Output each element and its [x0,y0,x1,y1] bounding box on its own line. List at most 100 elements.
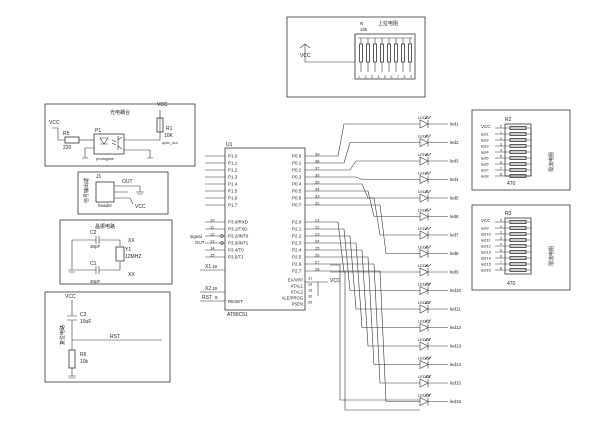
bus-wire [330,197,420,236]
mcu-pin-label: P3.1/TXD [228,227,248,232]
crystal-c1-value: 30pF [90,279,101,284]
led-light-arrows-icon [424,152,432,157]
bus-wire [330,123,420,157]
mcu-pin-number: 37 [315,166,320,171]
led-net-label: led11 [450,307,461,312]
bus-wire [330,221,420,273]
bus-wire [330,249,420,347]
led-lead [427,249,448,258]
opto-vcc-left: VCC [49,120,60,126]
mcu-pin-label: P3.4/T0 [228,248,244,253]
mcu-pin-number: 15 [210,253,215,258]
bus-wire [330,160,420,171]
resistor-element [359,43,363,63]
mcu-pin-label: P1.5 [228,189,238,194]
mcu-pin-number: 25 [315,246,320,251]
rnet-resistor-element [509,174,527,178]
rnet-resistor-element [509,156,527,160]
crystal-block: 晶振电路 C2 30pF C1 30pF Y1 12MHZ XX XX [59,219,173,285]
led-diode-icon [419,249,429,258]
led-net-label: led15 [450,381,462,386]
mcu-part: AT89C51 [227,312,248,318]
reset-r6: R6 [80,352,87,358]
led-lead [427,268,448,276]
crystal-frame [59,219,173,285]
crystal-c1: C1 [90,261,97,267]
led-lead [427,286,448,295]
bus-wire [330,256,420,365]
led-lead [427,360,448,369]
rnet-pin-number: 4 [500,243,502,247]
mcu-pin-label: P2.2 [292,234,302,239]
rnet-net-label: led5 [481,156,489,161]
bus-wire [330,228,420,291]
led-ref: LED9 [418,263,429,268]
mcu-pin-label: P2.7 [292,269,302,274]
led-ref: LED2 [418,134,429,139]
led-net-label: led8 [450,251,459,256]
mcu-pin-label: XTAL2 [291,290,304,295]
opto-r1-body [156,117,164,133]
mcu-pin-number: 36 [315,173,320,178]
led-net-label: led6 [450,214,459,219]
mcu-pin-number: 28 [315,267,320,272]
crystal-y1-body [115,246,125,262]
rnet-resistor-element [509,232,527,236]
mcu-pin-label: P1.4 [228,182,238,187]
output-out: OUT [122,179,133,185]
resistor-array-elements [358,37,412,72]
opto-p1-sub: photogate [96,156,115,161]
rnet-pin-number: 3 [500,143,502,147]
mcu-pin-label: P3.0/RXD [228,220,249,225]
led-diode-icon [419,323,429,332]
signal-output-block: J1 信号输出端 OUT header VCC [77,171,169,215]
bus-wire [330,176,420,180]
rnet-net-label: led13 [481,250,492,255]
mcu-pin-label: P2.0 [292,220,302,225]
mcu-port1-pins: P1.0P1.1P1.2P1.3P1.4P1.5P1.6P1.7 [205,154,238,208]
mcu-ext-signal-b: OUT [195,240,205,245]
mcu-pin-number: 29 [308,301,312,305]
rnet-pin-number: 5 [500,155,502,159]
mcu-pin-label: P0.7 [292,203,302,208]
rnet-pin-number: 8 [500,267,502,271]
rnet-resistor-element [509,268,527,272]
opto-package [93,133,125,155]
mcu-x1-label: X1 [205,264,211,270]
rnet-pin-number: 5 [500,249,502,253]
resistor-array-pin: 2 [365,75,367,79]
mcu-pin-number: 34 [315,187,320,192]
led-light-arrows-icon [424,189,432,194]
rnet-resistor-element [509,150,527,154]
rnet-resistor-element [509,220,527,224]
rnet-top-title: 限流电阻 [548,152,555,172]
bus-wire [330,242,420,328]
led-diode-icon [419,304,429,314]
mcu-x2-label: X2 [205,286,211,292]
led-light-arrows-icon [424,245,432,249]
resistor-array-pin: 5 [384,75,386,79]
opto-frame [44,103,196,167]
resistor-network-bottom: R3 VCC 470 限流电阻 012345678led9led10led11l… [471,204,571,291]
crystal-c2-value: 30pF [90,244,101,249]
resistor-element [380,43,384,63]
output-wires [114,185,144,205]
rnet-top-rows: 012345678led1led2led3led4led5led6led7led… [481,125,532,179]
mcu-pin-label: PSEN [292,302,303,307]
mcu-pin-number: 39 [315,152,320,157]
resistor-array-value: 10k [360,27,368,32]
rnet-net-label: led9 [481,226,489,231]
reset-c3-value: 10uF [80,319,91,325]
resistor-array-pin: 6 [391,75,393,79]
resistor-array-pin: 3 [371,75,373,79]
reset-block: 复位电路 VCC C3 10uF RST R6 10k [44,291,171,383]
resistor-element [408,43,412,63]
bus-wire [330,270,420,402]
rnet-resistor-element [509,132,527,136]
